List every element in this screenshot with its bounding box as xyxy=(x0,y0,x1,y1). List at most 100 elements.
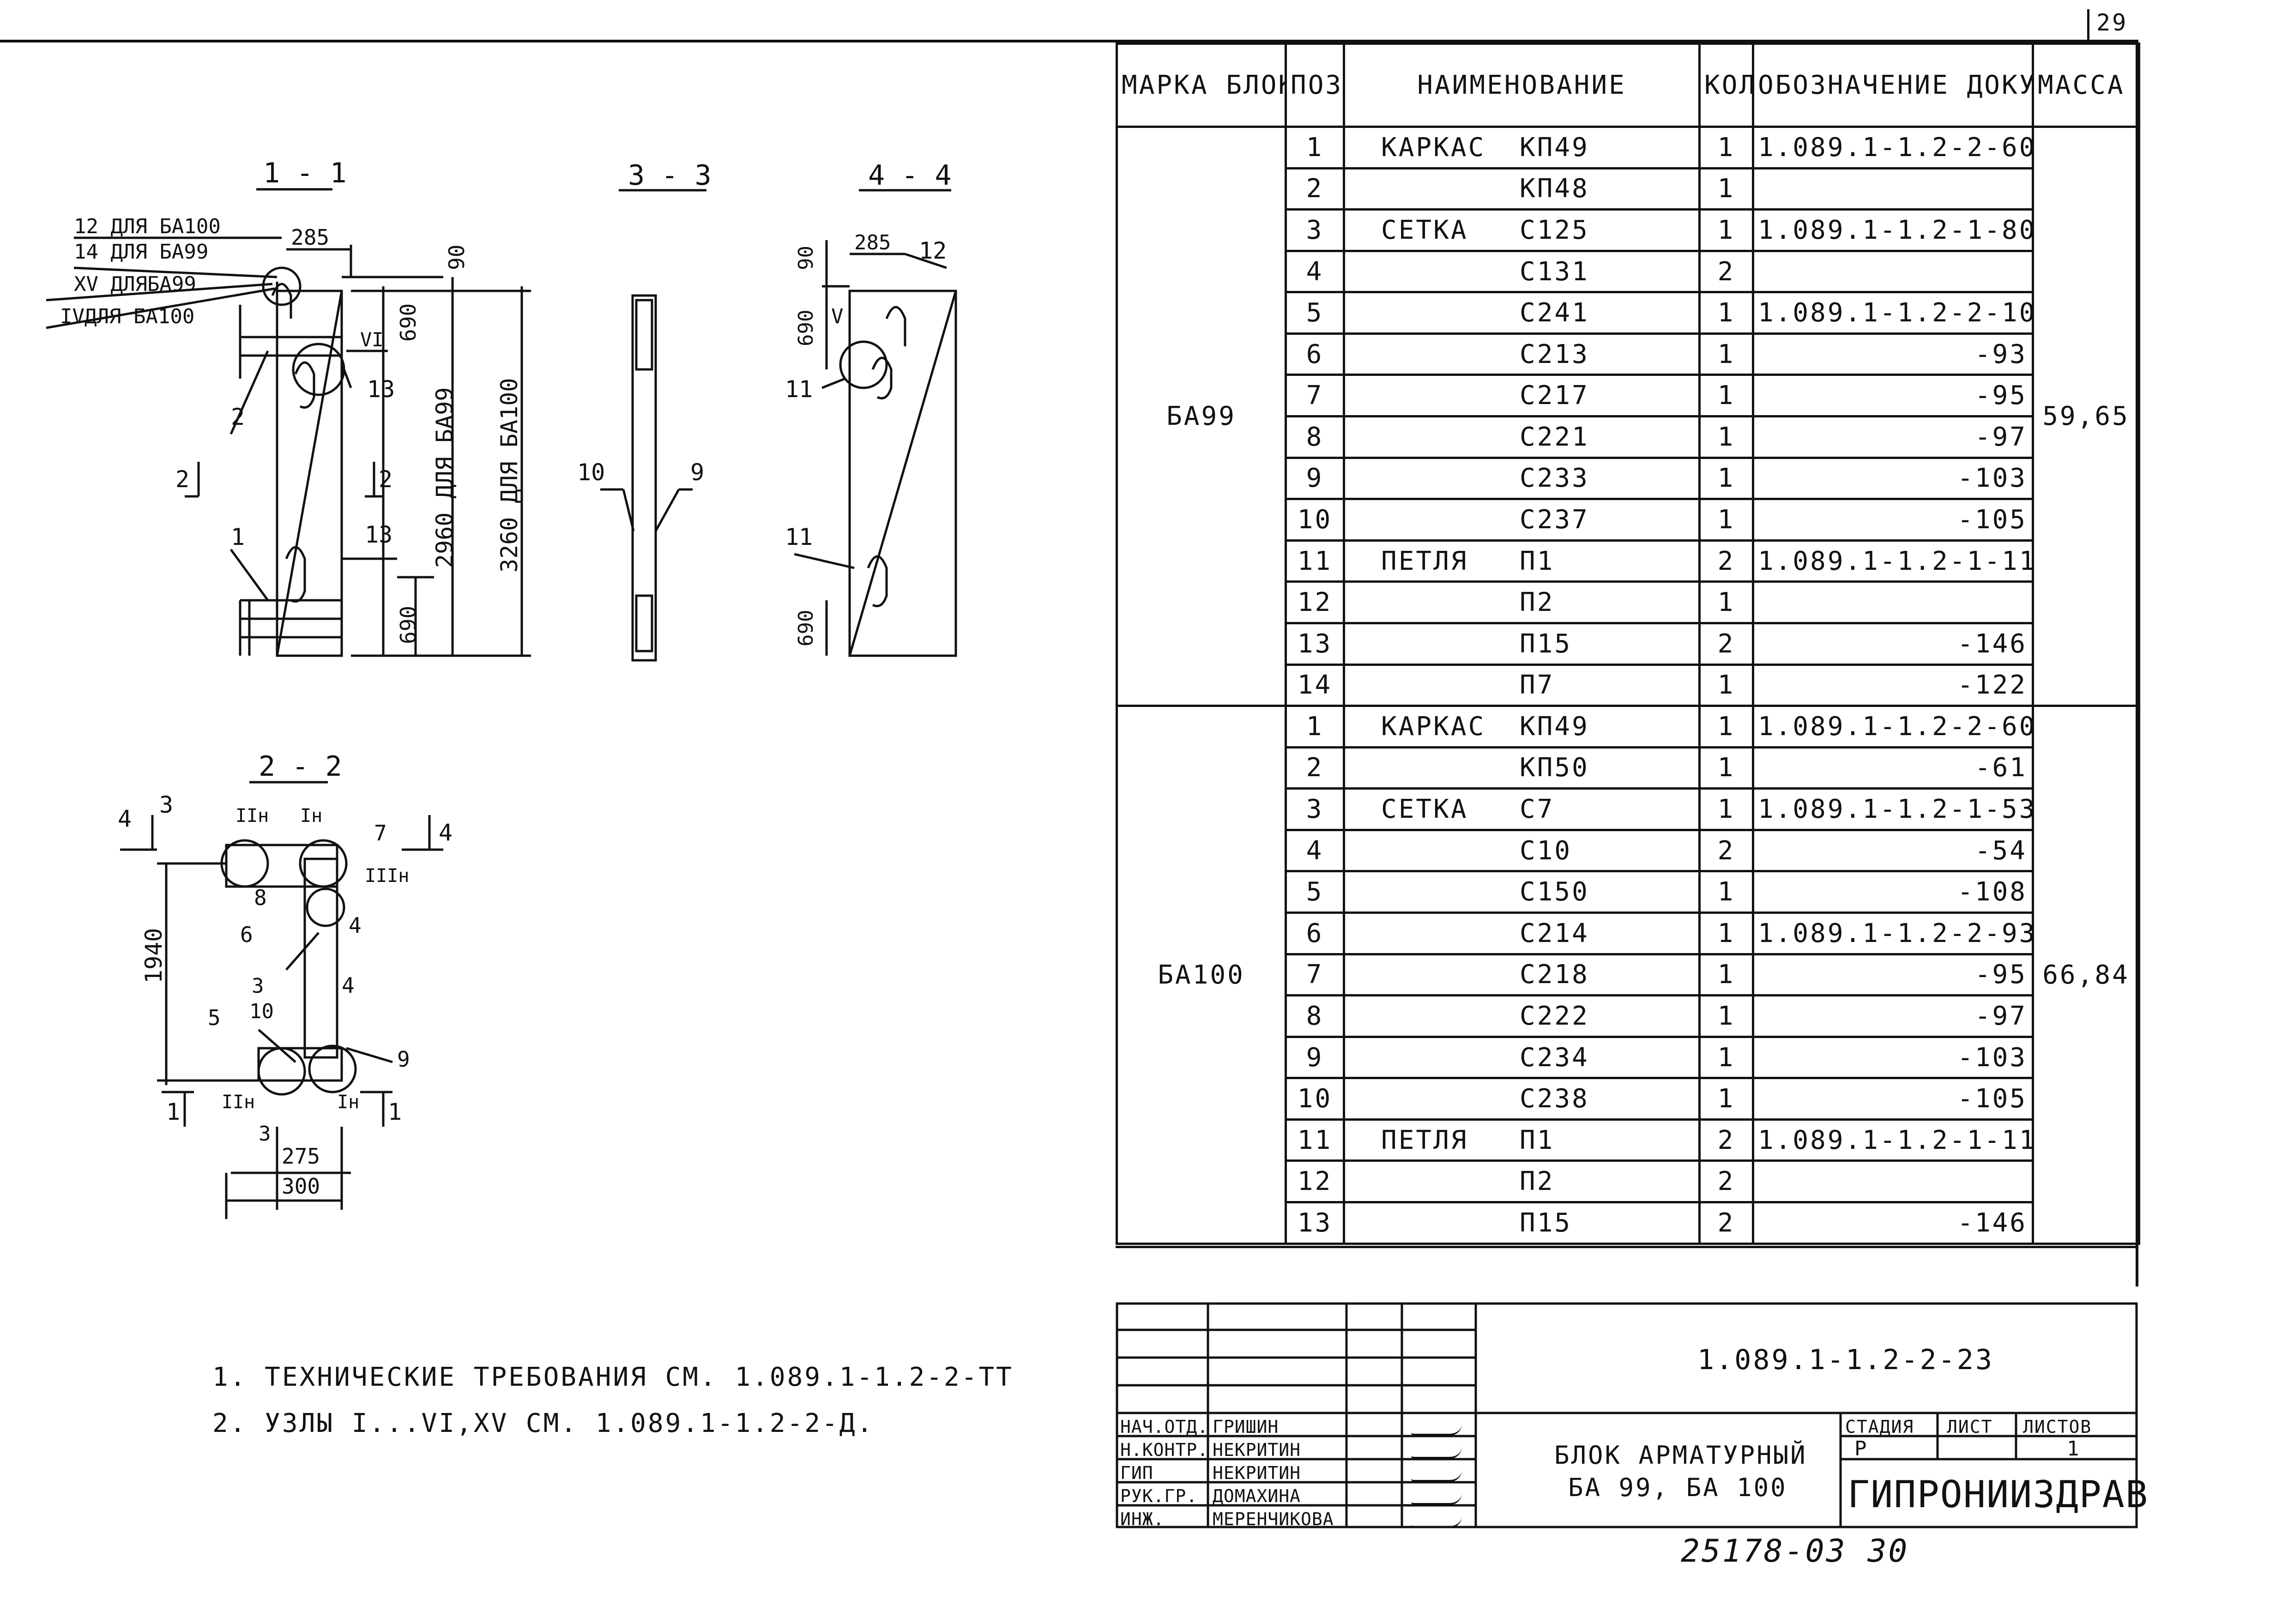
quantity-cell: 1 xyxy=(1698,994,1754,1038)
document-cell: -54 xyxy=(1752,828,2034,873)
pos-13-upper: 13 xyxy=(367,376,395,403)
item-name: С233 xyxy=(1520,463,1589,494)
document-cell: -95 xyxy=(1752,953,2034,997)
callout-IV-label: IVДЛЯ БА100 xyxy=(60,305,194,328)
cut-1-left: 1 xyxy=(166,1099,180,1125)
dim-1940: 1940 xyxy=(140,928,167,984)
name-cell: П2 xyxy=(1343,580,1701,624)
document-cell xyxy=(1752,249,2034,294)
name-cell: С217 xyxy=(1343,374,1701,418)
dim-285: 285 xyxy=(291,225,329,250)
quantity-cell: 1 xyxy=(1698,1077,1754,1121)
quantity-cell: 1 xyxy=(1698,167,1754,211)
position-cell: 10 xyxy=(1285,498,1345,542)
stamp-title-1: БЛОК АРМАТУРНЫЙ xyxy=(1554,1441,1807,1470)
document-cell: -97 xyxy=(1752,415,2034,459)
position-cell: 11 xyxy=(1285,1118,1345,1162)
name-cell: П2 xyxy=(1343,1159,1701,1204)
position-cell: 11 xyxy=(1285,539,1345,583)
node-In-top: Iн xyxy=(300,805,322,827)
document-cell: -105 xyxy=(1752,498,2034,542)
position-cell: 7 xyxy=(1285,374,1345,418)
position-cell: 2 xyxy=(1285,167,1345,211)
node-V-label: V xyxy=(831,305,844,328)
position-cell: 13 xyxy=(1285,622,1345,666)
document-cell: 1.089.1-1.2-2-60 xyxy=(1752,126,2034,169)
document-cell: 1.089.1-1.2-2-93 xyxy=(1752,911,2034,955)
pos-9-label: 9 xyxy=(690,459,704,486)
section-2-2: 2 - 2 4 3 IIн Iн 7 4 IIIн 8 xyxy=(118,750,453,1219)
section-2-2-title: 2 - 2 xyxy=(259,750,342,783)
quantity-cell: 1 xyxy=(1698,291,1754,335)
pos-8-label: 8 xyxy=(254,885,267,910)
document-cell: -61 xyxy=(1752,746,2034,790)
item-name: П7 xyxy=(1520,670,1555,700)
stamp-organization: ГИПРОНИИЗДРАВ xyxy=(1847,1473,2149,1516)
stamp-person-name: ДОМАХИНА xyxy=(1213,1486,1301,1506)
item-type: ПЕТЛЯ xyxy=(1381,546,1468,576)
stamp-sheets-header: ЛИСТОВ xyxy=(2023,1417,2092,1437)
stamp-role: РУК.ГР. xyxy=(1120,1486,1198,1506)
name-cell: С218 xyxy=(1343,953,1701,997)
name-cell: С221 xyxy=(1343,415,1701,459)
quantity-cell: 1 xyxy=(1698,332,1754,376)
name-cell: С214 xyxy=(1343,911,1701,955)
stamp-role: ИНЖ. xyxy=(1120,1509,1165,1529)
item-name: С222 xyxy=(1520,1001,1589,1031)
quantity-cell: 1 xyxy=(1698,208,1754,252)
quantity-cell: 1 xyxy=(1698,705,1754,749)
document-cell: -95 xyxy=(1752,374,2034,418)
stamp-person-name: НЕКРИТИН xyxy=(1213,1463,1301,1483)
node-In-bottom: Iн xyxy=(337,1092,359,1113)
pos-10-label: 10 xyxy=(577,459,605,486)
name-cell: П15 xyxy=(1343,1201,1701,1245)
stamp-role: НАЧ.ОТД. xyxy=(1120,1417,1209,1437)
item-name: С241 xyxy=(1520,298,1589,328)
item-type: СЕТКА xyxy=(1381,794,1468,825)
item-name: С221 xyxy=(1520,422,1589,452)
block-mark: БА100 xyxy=(1116,705,1287,1245)
block-mass: 59,65 xyxy=(2032,125,2140,707)
pos-12-label: 12 xyxy=(919,237,947,264)
position-cell: 10 xyxy=(1285,1077,1345,1121)
stamp-sheet-header: ЛИСТ xyxy=(1947,1417,1993,1437)
quantity-cell: 2 xyxy=(1698,539,1754,583)
dim-690-4-4-top: 690 xyxy=(794,310,818,346)
item-name: П1 xyxy=(1520,1125,1555,1155)
node-IIn-top: IIн xyxy=(235,805,269,827)
item-name: С218 xyxy=(1520,960,1589,990)
name-cell: С233 xyxy=(1343,456,1701,501)
cut-1-right: 1 xyxy=(388,1099,402,1125)
cut-4-right: 4 xyxy=(439,819,453,846)
name-cell: С131 xyxy=(1343,249,1701,294)
block-mass: 66,84 xyxy=(2032,705,2140,1245)
stamp-doc-code: 1.089.1-1.2-2-23 xyxy=(1697,1344,1994,1376)
node-VI-label: VI xyxy=(360,328,384,351)
name-cell: КП50 xyxy=(1343,746,1701,790)
signature-mark xyxy=(1411,1516,1462,1528)
item-type: СЕТКА xyxy=(1381,215,1468,245)
pos-6-label: 6 xyxy=(240,922,253,947)
name-cell: П15 xyxy=(1343,622,1701,666)
stamp-stage-header: СТАДИЯ xyxy=(1845,1417,1914,1437)
cut-2-right: 2 xyxy=(379,466,392,493)
pos-4-lower: 4 xyxy=(342,973,355,998)
stamp-person-name: ГРИШИН xyxy=(1213,1417,1279,1437)
header-pos: ПОЗ. xyxy=(1285,42,1345,128)
pos-2-label: 2 xyxy=(231,404,245,430)
quantity-cell: 1 xyxy=(1698,580,1754,624)
document-cell: -93 xyxy=(1752,332,2034,376)
